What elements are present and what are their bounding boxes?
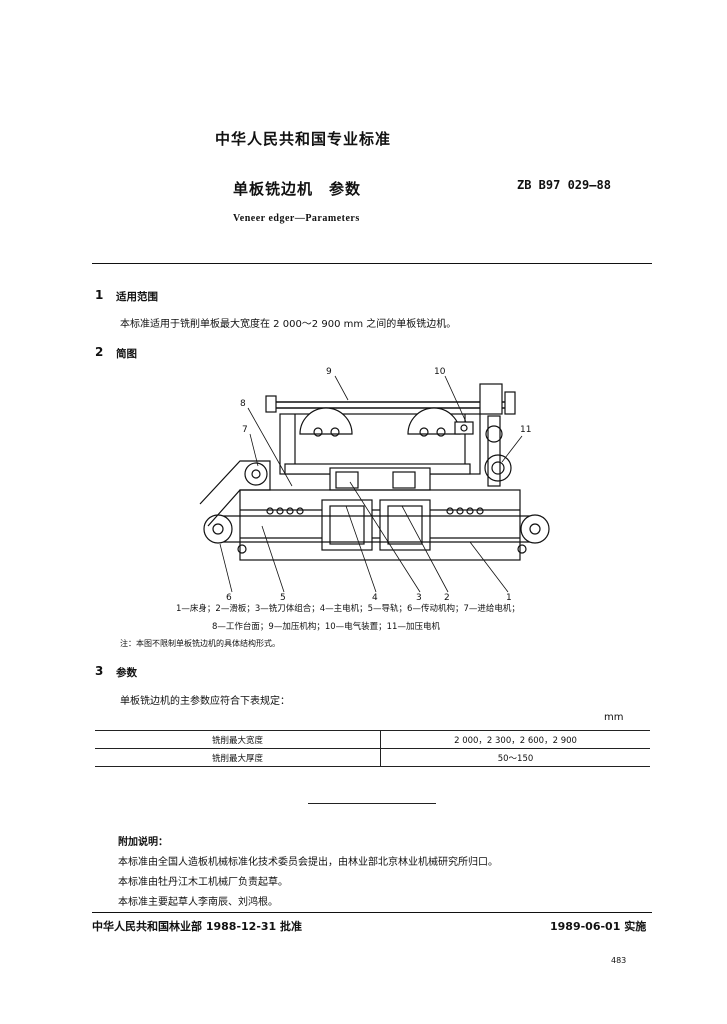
section-3-title: 参数 [116,667,137,679]
section-2-title: 简图 [116,348,137,360]
standard-code: ZB B97 029—88 [517,178,611,192]
label-4: 4 [372,593,378,601]
label-6: 6 [226,593,232,601]
label-9: 9 [326,367,332,377]
footer-rule [92,912,652,913]
section-3-text: 单板铣边机的主参数应符合下表规定： [120,696,290,707]
parameters-table: 铣削最大宽度 2 000，2 300，2 600，2 900 铣削最大厚度 50… [95,730,650,767]
section-1-title: 适用范围 [116,291,158,303]
param-name: 铣削最大厚度 [95,748,381,767]
section-2-number: 2 [95,345,104,359]
end-rule [308,803,436,804]
document-title: 单板铣边机 参数 [233,180,362,198]
label-10: 10 [434,367,446,377]
label-5: 5 [280,593,286,601]
label-2: 2 [444,593,450,601]
veneer-edger-diagram: 9 10 8 7 11 6 5 4 3 2 1 [199,367,550,601]
table-row: 铣削最大厚度 50～150 [95,748,650,767]
standard-header-title: 中华人民共和国专业标准 [215,130,392,148]
figure-note: 注：本图不限制单板铣边机的具体结构形式。 [120,639,280,648]
section-3-number: 3 [95,664,104,678]
english-title: Veneer edger—Parameters [233,213,360,224]
section-1-number: 1 [95,288,104,302]
label-3: 3 [416,593,422,601]
label-1: 1 [506,593,512,601]
figure-caption-line-2: 8—工作台面；9—加压机构；10—电气装置；11—加压电机 [212,622,440,632]
appendix-line-1: 本标准由全国人造板机械标准化技术委员会提出，由林业部北京林业机械研究所归口。 [118,857,498,868]
figure-caption-line-1: 1—床身；2—滑板；3—铣刀体组合；4—主电机；5—导轨；6—传动机构；7—进给… [176,604,520,614]
label-11: 11 [520,425,531,435]
issued-statement: 中华人民共和国林业部 1988-12-31 批准 [92,920,303,933]
header-rule [92,263,652,264]
appendix-line-3: 本标准主要起草人李南辰、刘鸿根。 [118,897,278,908]
label-8: 8 [240,399,246,409]
appendix-title: 附加说明： [118,837,168,848]
param-value: 2 000，2 300，2 600，2 900 [380,730,650,749]
table-row: 铣削最大宽度 2 000，2 300，2 600，2 900 [95,730,650,749]
appendix-line-2: 本标准由牡丹江木工机械厂负责起草。 [118,877,288,888]
section-1-text: 本标准适用于铣削单板最大宽度在 2 000～2 900 mm 之间的单板铣边机。 [120,319,457,330]
effective-date: 1989-06-01 实施 [550,920,647,933]
param-name: 铣削最大宽度 [95,730,381,749]
page-number: 483 [611,956,627,965]
table-unit: mm [604,712,624,723]
label-7: 7 [242,425,248,435]
param-value: 50～150 [380,748,650,767]
